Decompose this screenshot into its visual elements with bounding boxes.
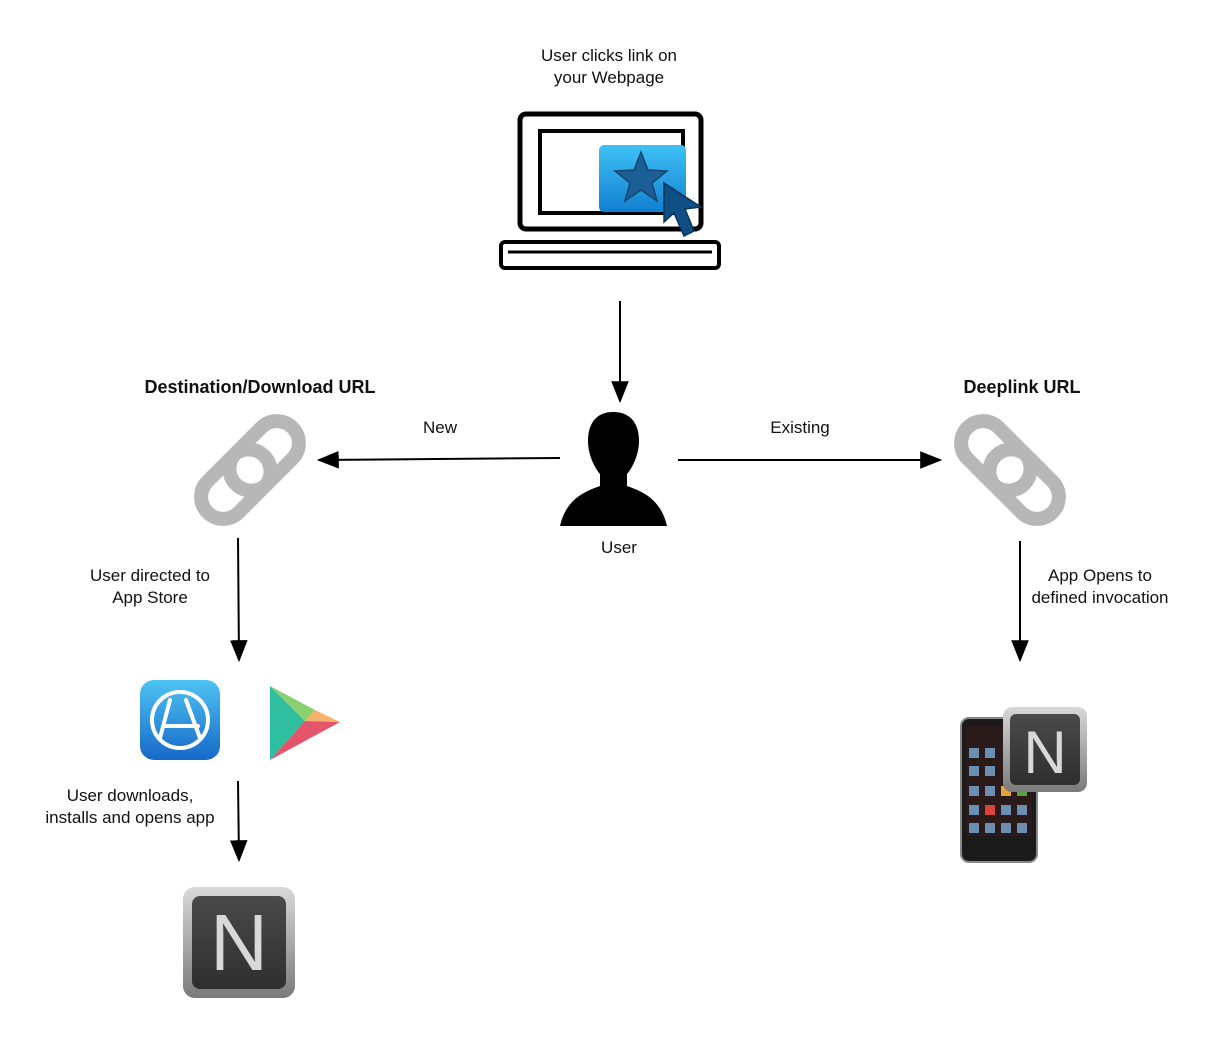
downloads-label-line: User downloads, (66, 786, 194, 805)
directed-label: User directed to App Store (60, 565, 240, 609)
app-n-icon: N (183, 887, 295, 998)
app-letter: N (1023, 719, 1066, 786)
opens-label-line: App Opens to (1048, 566, 1152, 585)
user-silhouette-icon (560, 412, 667, 526)
play-store-icon (270, 686, 340, 760)
link-icon (952, 412, 1068, 528)
arrow-destination-to-stores (230, 537, 248, 663)
app-n-icon: N (1003, 707, 1087, 792)
cursor-icon (663, 181, 704, 238)
user-label: User (601, 538, 637, 557)
link-icon (192, 412, 308, 528)
app-store-icon (140, 680, 220, 760)
webpage-label: User clicks link on your Webpage (509, 45, 709, 89)
directed-label-line: User directed to (90, 566, 210, 585)
arrow-user-to-destination (316, 451, 561, 469)
existing-label: Existing (770, 418, 830, 437)
deeplink-url-heading: Deeplink URL (963, 377, 1081, 397)
downloads-label-line: installs and opens app (45, 808, 215, 827)
arrow-stores-to-app (229, 780, 248, 863)
new-label: New (422, 418, 457, 437)
webpage-label-line: your Webpage (553, 68, 665, 87)
directed-label-line: App Store (112, 588, 188, 607)
downloads-label: User downloads, installs and opens app (20, 785, 240, 829)
opens-label: App Opens to defined invocation (1010, 565, 1190, 609)
opens-label-line: defined invocation (1031, 588, 1169, 607)
destination-url-heading: Destination/Download URL (144, 377, 376, 397)
app-letter: N (210, 898, 268, 987)
webpage-label-line: User clicks link on (540, 46, 678, 65)
